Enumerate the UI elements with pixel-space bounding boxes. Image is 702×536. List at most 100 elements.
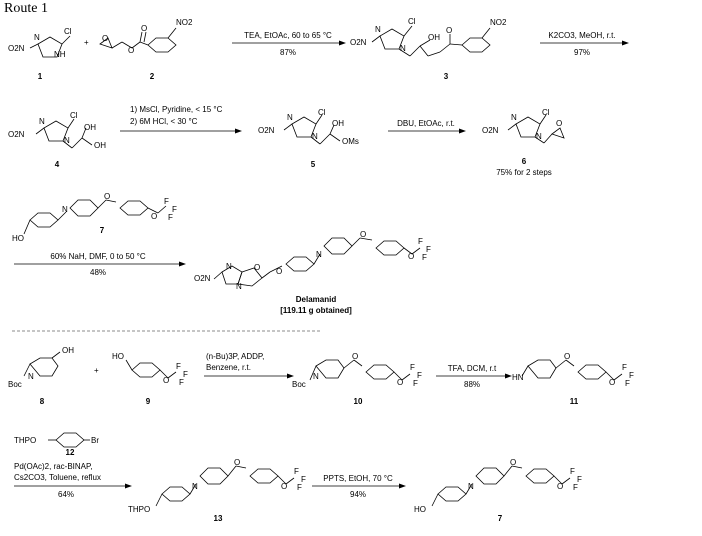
atom-label: O — [254, 263, 261, 272]
reaction-8-condition-1: Pd(OAc)2, rac-BINAP, — [14, 462, 93, 471]
atom-label: N — [313, 372, 319, 381]
atom-label: Cl — [408, 17, 416, 26]
atom-label: F — [294, 467, 299, 476]
atom-label: N — [192, 482, 198, 491]
atom-label: F — [577, 475, 582, 484]
atom-label: OH — [84, 123, 96, 132]
atom-label: Cl — [70, 111, 78, 120]
atom-label: OMs — [342, 137, 359, 146]
compound-7-bottom-structure — [431, 465, 571, 507]
atom-label: F — [172, 205, 177, 214]
atom-label: HO — [12, 234, 24, 243]
atom-label: HO — [112, 352, 124, 361]
compound-number: 2 — [149, 72, 155, 81]
atom-label: O — [281, 482, 288, 491]
atom-label: F — [297, 483, 302, 492]
reaction-2-conditions: K2CO3, MeOH, r.t. — [548, 31, 616, 40]
atom-label: OH — [62, 346, 74, 355]
atom-label: O — [408, 252, 415, 261]
atom-label: N — [312, 132, 318, 141]
reaction-3-condition-2: 2) 6M HCl, < 30 °C — [130, 117, 198, 126]
compound-6-structure — [507, 114, 565, 144]
atom-label: HO — [414, 505, 426, 514]
atom-label: F — [625, 379, 630, 388]
atom-label: N — [39, 117, 45, 126]
atom-label: NO2 — [490, 18, 507, 27]
compound-number: 7 — [497, 514, 503, 523]
atom-label: Cl — [542, 108, 550, 117]
atom-label: O — [276, 267, 283, 276]
atom-label: F — [629, 371, 634, 380]
atom-label: NH — [54, 50, 66, 59]
compound-number: 3 — [443, 72, 449, 81]
compound-number: 10 — [353, 397, 363, 406]
atom-label: N — [34, 33, 40, 42]
atom-label: O — [352, 352, 359, 361]
reaction-8-condition-2: Cs2CO3, Toluene, reflux — [14, 473, 102, 482]
atom-label: Boc — [292, 380, 306, 389]
atom-label: N — [400, 44, 406, 53]
delamanid-amount: [119.11 g obtained] — [280, 306, 352, 315]
atom-label: F — [168, 213, 173, 222]
atom-label: O — [510, 458, 517, 467]
atom-label: N — [62, 205, 68, 214]
atom-label: N — [287, 113, 293, 122]
reaction-8-yield: 64% — [57, 490, 75, 499]
atom-label: O — [151, 212, 158, 221]
atom-label: F — [183, 370, 188, 379]
atom-label: NO2 — [176, 18, 193, 27]
compound-6-yield: 75% for 2 steps — [496, 168, 552, 177]
atom-label: N — [236, 282, 242, 291]
atom-label: OH — [332, 119, 344, 128]
compound-12-structure — [48, 432, 90, 448]
atom-label: F — [418, 237, 423, 246]
compound-number: 4 — [54, 160, 60, 169]
atom-label: N — [226, 262, 232, 271]
atom-label: THPO — [14, 436, 37, 445]
delamanid-structure — [213, 237, 421, 287]
atom-label: O — [128, 46, 135, 55]
atom-label: Cl — [318, 108, 326, 117]
compound-7-top-structure — [23, 199, 167, 235]
atom-label: F — [573, 483, 578, 492]
atom-label: F — [176, 362, 181, 371]
atom-label: O — [141, 24, 148, 33]
compound-8-structure — [23, 351, 61, 377]
compound-number: 5 — [310, 160, 316, 169]
atom-label: O — [104, 192, 111, 201]
atom-label: Br — [91, 436, 99, 445]
reaction-6-condition-2: Benzene, r.t. — [206, 363, 251, 372]
atom-label: F — [422, 253, 427, 262]
atom-label: F — [570, 467, 575, 476]
compound-11-structure — [521, 359, 623, 381]
compound-9-structure — [125, 359, 177, 379]
plus-sign: + — [84, 38, 89, 47]
reaction-5-conditions: 60% NaH, DMF, 0 to 50 °C — [50, 252, 146, 261]
atom-label: F — [413, 379, 418, 388]
atom-label: N — [316, 250, 322, 259]
atom-label: O — [102, 34, 109, 43]
compound-2-structure — [99, 27, 177, 53]
compound-number: 12 — [65, 448, 75, 457]
atom-label: O — [360, 230, 367, 239]
atom-label: F — [426, 245, 431, 254]
atom-label: O — [564, 352, 571, 361]
atom-label: N — [28, 372, 34, 381]
atom-label: N — [375, 25, 381, 34]
atom-label: Boc — [8, 380, 22, 389]
atom-label: OH — [428, 33, 440, 42]
atom-label: O2N — [8, 130, 25, 139]
atom-label: N — [468, 482, 474, 491]
compound-number: 9 — [145, 397, 151, 406]
reaction-5-yield: 48% — [89, 268, 107, 277]
delamanid-name: Delamanid — [295, 295, 337, 304]
atom-label: HN — [512, 373, 524, 382]
atom-label: F — [301, 475, 306, 484]
compound-number: 8 — [39, 397, 45, 406]
compound-number: 11 — [569, 397, 579, 406]
compound-number: 1 — [37, 72, 43, 81]
reaction-7-yield: 88% — [463, 380, 481, 389]
plus-sign: + — [94, 366, 99, 375]
atom-label: O2N — [258, 126, 275, 135]
